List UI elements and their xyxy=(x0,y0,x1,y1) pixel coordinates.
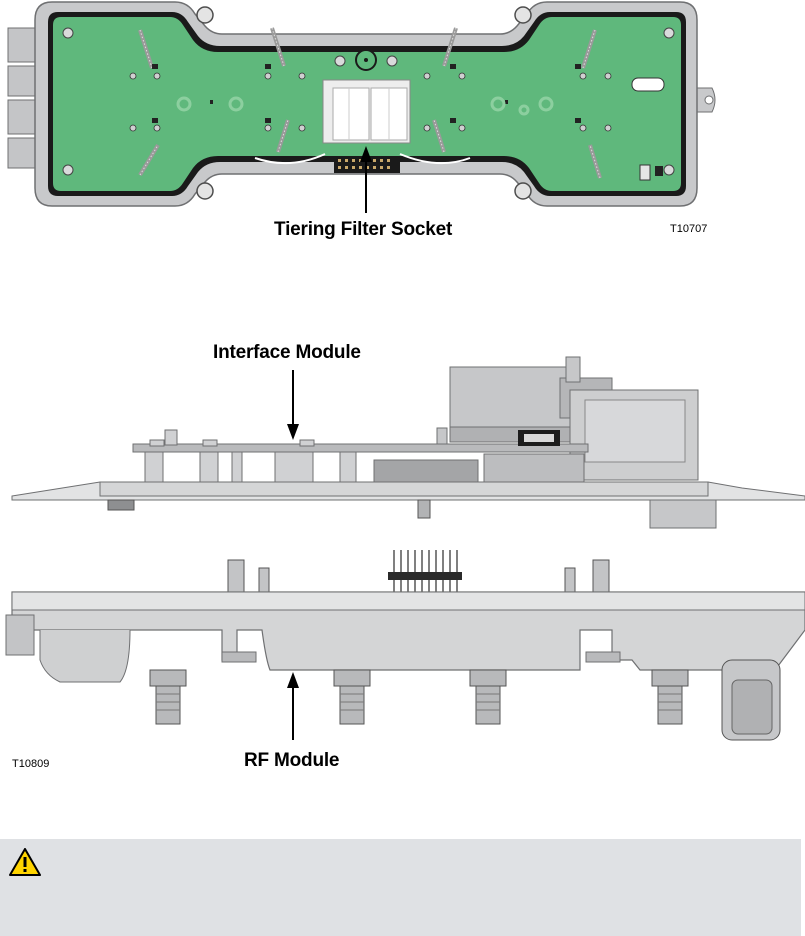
module-side-view-illustration xyxy=(5,356,805,741)
figure-id-bottom: T10809 xyxy=(12,758,50,770)
rf-module-callout: RF Module xyxy=(244,750,340,771)
interface-module-callout: Interface Module xyxy=(213,342,361,363)
module-top-view-illustration xyxy=(7,1,716,213)
tiering-filter-socket-callout: Tiering Filter Socket xyxy=(274,219,453,240)
top-figure: Tiering Filter Socket T10707 xyxy=(0,0,805,250)
figure-id-top: T10707 xyxy=(670,223,708,235)
warning-triangle-icon xyxy=(9,848,41,876)
caution-panel xyxy=(0,839,801,936)
bottom-figure: Interface Module RF Module T10809 xyxy=(0,330,805,800)
